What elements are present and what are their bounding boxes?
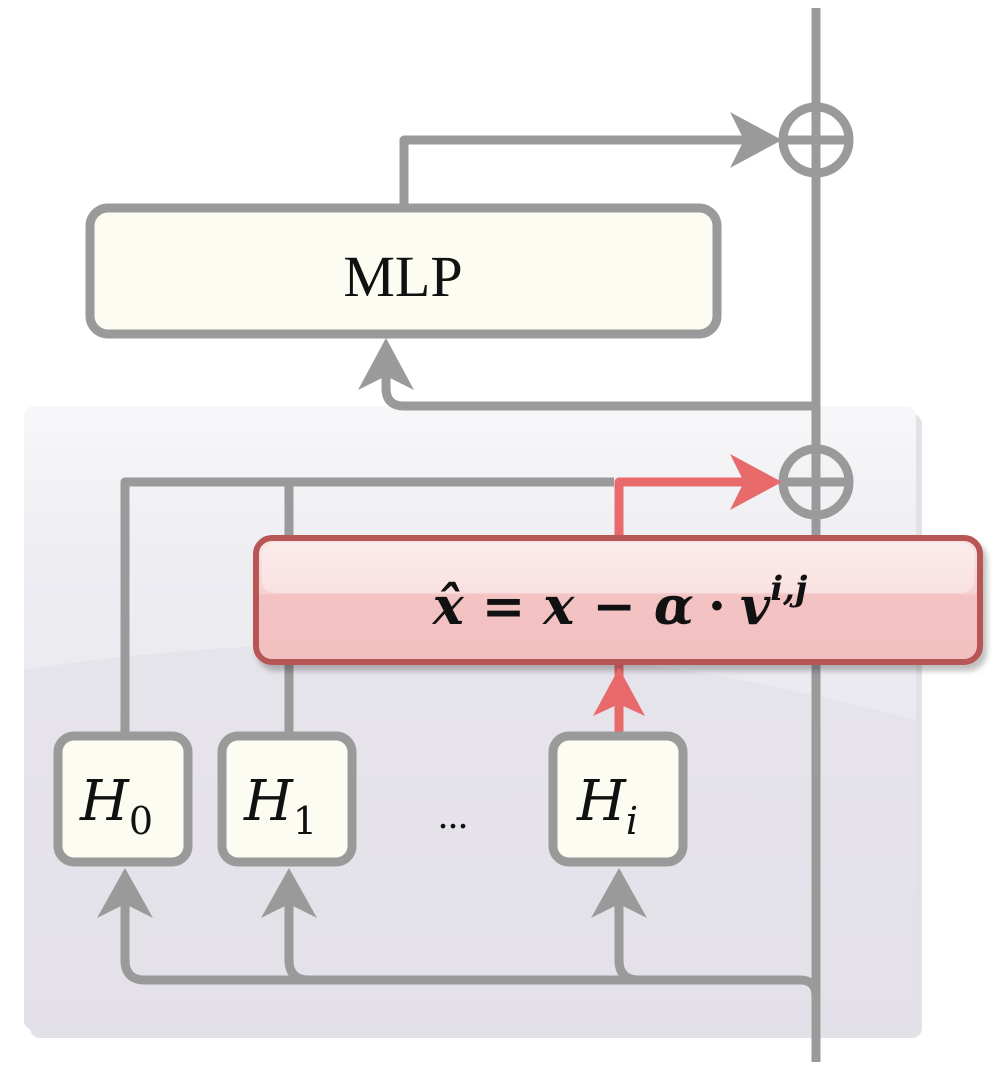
formula-x: x (542, 576, 575, 637)
formula-superscript: i,j (770, 569, 808, 609)
mlp-output-arrow (399, 112, 782, 210)
add-node-bottom (778, 444, 854, 520)
mlp-box: MLP (85, 203, 722, 339)
head-box-0: H0 (53, 731, 193, 867)
formula-v: v (740, 576, 771, 637)
head-box-i: Hi (548, 731, 688, 867)
formula-xhat: x̂ (432, 576, 465, 637)
edit-formula: x̂ = x−α·vi,j (432, 569, 808, 637)
head-label-i: Hi (576, 769, 638, 843)
formula-equals: = (482, 576, 526, 637)
edit-box (253, 535, 983, 665)
formula-alpha: α (654, 576, 694, 637)
head-label-1: H1 (243, 769, 317, 843)
heads-ellipsis: ... (438, 792, 468, 837)
head-label-0: H0 (79, 769, 153, 843)
formula-minus: − (592, 576, 636, 637)
mlp-input-arrow (358, 338, 816, 411)
add-node-top (778, 102, 854, 178)
head-input-lines (97, 868, 821, 1062)
head-box-1: H1 (217, 731, 357, 867)
formula-dot: · (708, 576, 726, 637)
mlp-label: MLP (343, 244, 462, 309)
